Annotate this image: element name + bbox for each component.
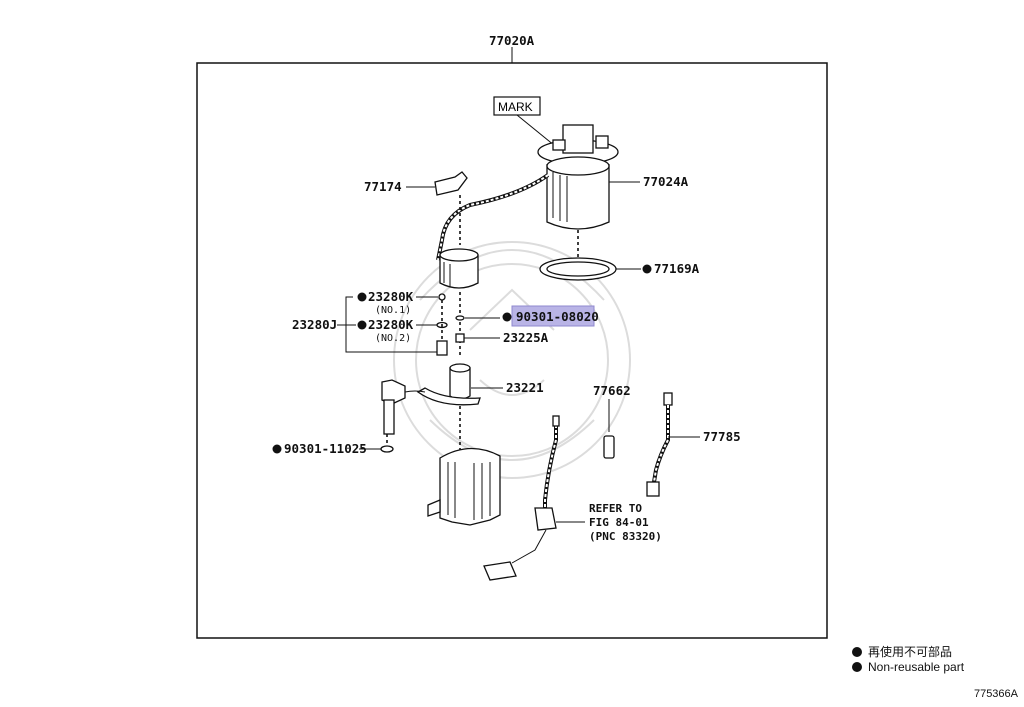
fuel-filter-drawing (439, 248, 479, 289)
highlight-box (511, 305, 595, 327)
label-23221: 23221 (506, 380, 544, 395)
fuel-pump-drawing (381, 363, 481, 435)
non-reusable-dot-90301-11025 (272, 444, 282, 454)
non-reusable-dot-23280K-1 (357, 292, 367, 302)
bracket-drawing (434, 171, 468, 196)
oring-11025-drawing (380, 445, 394, 453)
non-reusable-dot-77169A (642, 264, 652, 274)
note-no2: (NO.2) (375, 333, 411, 344)
fuel-reservoir-drawing (427, 447, 501, 526)
label-77174: 77174 (364, 179, 402, 194)
harness-77785-drawing (646, 392, 673, 497)
refer-line1: REFER TO (589, 502, 642, 515)
label-23280K-1: 23280K (368, 289, 414, 304)
label-23225A: 23225A (503, 330, 549, 345)
label-90301-11025: 90301-11025 (284, 441, 367, 456)
figure-id: 775366A (973, 688, 1018, 700)
harness-main-inner (437, 174, 549, 261)
label-77785: 77785 (703, 429, 741, 444)
assembly-frame (196, 62, 828, 639)
part-77662-drawing (603, 435, 615, 459)
refer-line3: (PNC 83320) (589, 530, 662, 543)
label-77024A: 77024A (643, 174, 689, 189)
legend-jp-text: 再使用不可部品 (868, 645, 953, 659)
non-reusable-dot-90301-08020 (502, 312, 512, 322)
label-23280J: 23280J (292, 317, 337, 332)
refer-line2: FIG 84-01 (589, 516, 649, 529)
label-77662: 77662 (593, 383, 631, 398)
non-reusable-dot-23280K-2 (357, 320, 367, 330)
damper-drawing (455, 333, 465, 343)
watermark-emblem (393, 241, 631, 479)
valve-drawing (436, 340, 448, 356)
sender-gauge-float-drawing (483, 415, 560, 581)
sender-gauge-body-drawing (537, 124, 619, 230)
legend-dot-icon (852, 647, 862, 657)
assembly-number: 77020A (489, 33, 535, 48)
legend-en: Non-reusable part (852, 660, 964, 674)
legend-dot-icon (852, 662, 862, 672)
mark-label: MARK (498, 100, 533, 114)
label-77169A: 77169A (654, 261, 700, 276)
gasket-ring-inner (546, 261, 610, 277)
label-23280K-2: 23280K (368, 317, 414, 332)
legend-en-text: Non-reusable part (868, 660, 965, 674)
label-90301-08020[interactable]: 90301-08020 (516, 309, 599, 324)
note-no1: (NO.1) (375, 305, 411, 316)
oring-08020-drawing (455, 315, 465, 321)
filter-1-drawing (438, 293, 446, 301)
legend-jp: 再使用不可部品 (852, 643, 952, 660)
